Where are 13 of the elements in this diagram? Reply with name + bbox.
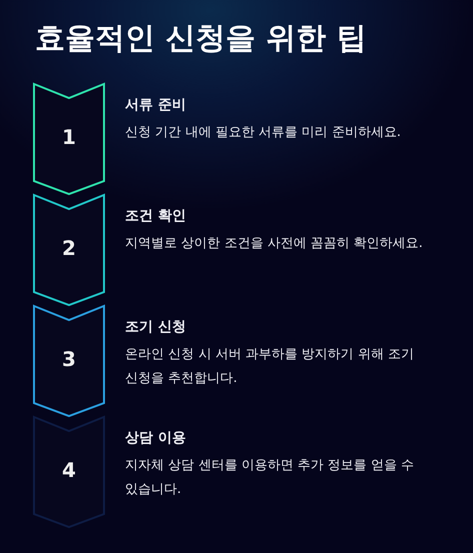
step-heading: 서류 준비: [125, 96, 186, 114]
step-description: 지자체 상담 센터를 이용하면 추가 정보를 얻을 수 있습니다.: [125, 457, 415, 499]
step-heading: 상담 이용: [125, 429, 186, 447]
title: 효율적인 신청을 위한 팁: [35, 20, 366, 58]
step-heading: 조기 신청: [125, 318, 186, 336]
step-number: 3: [61, 347, 77, 371]
step-description: 신청 기간 내에 필요한 서류를 미리 준비하세요.: [125, 124, 402, 142]
step-heading: 조건 확인: [125, 207, 186, 225]
step-number: 2: [61, 236, 77, 260]
step-number: 1: [61, 125, 77, 149]
step-description: 지역별로 상이한 조건을 사전에 꼼꼼히 확인하세요.: [125, 235, 424, 253]
step-description: 온라인 신청 시 서버 과부하를 방지하기 위해 조기 신청을 추천합니다.: [125, 346, 415, 388]
step-number: 4: [61, 458, 77, 482]
